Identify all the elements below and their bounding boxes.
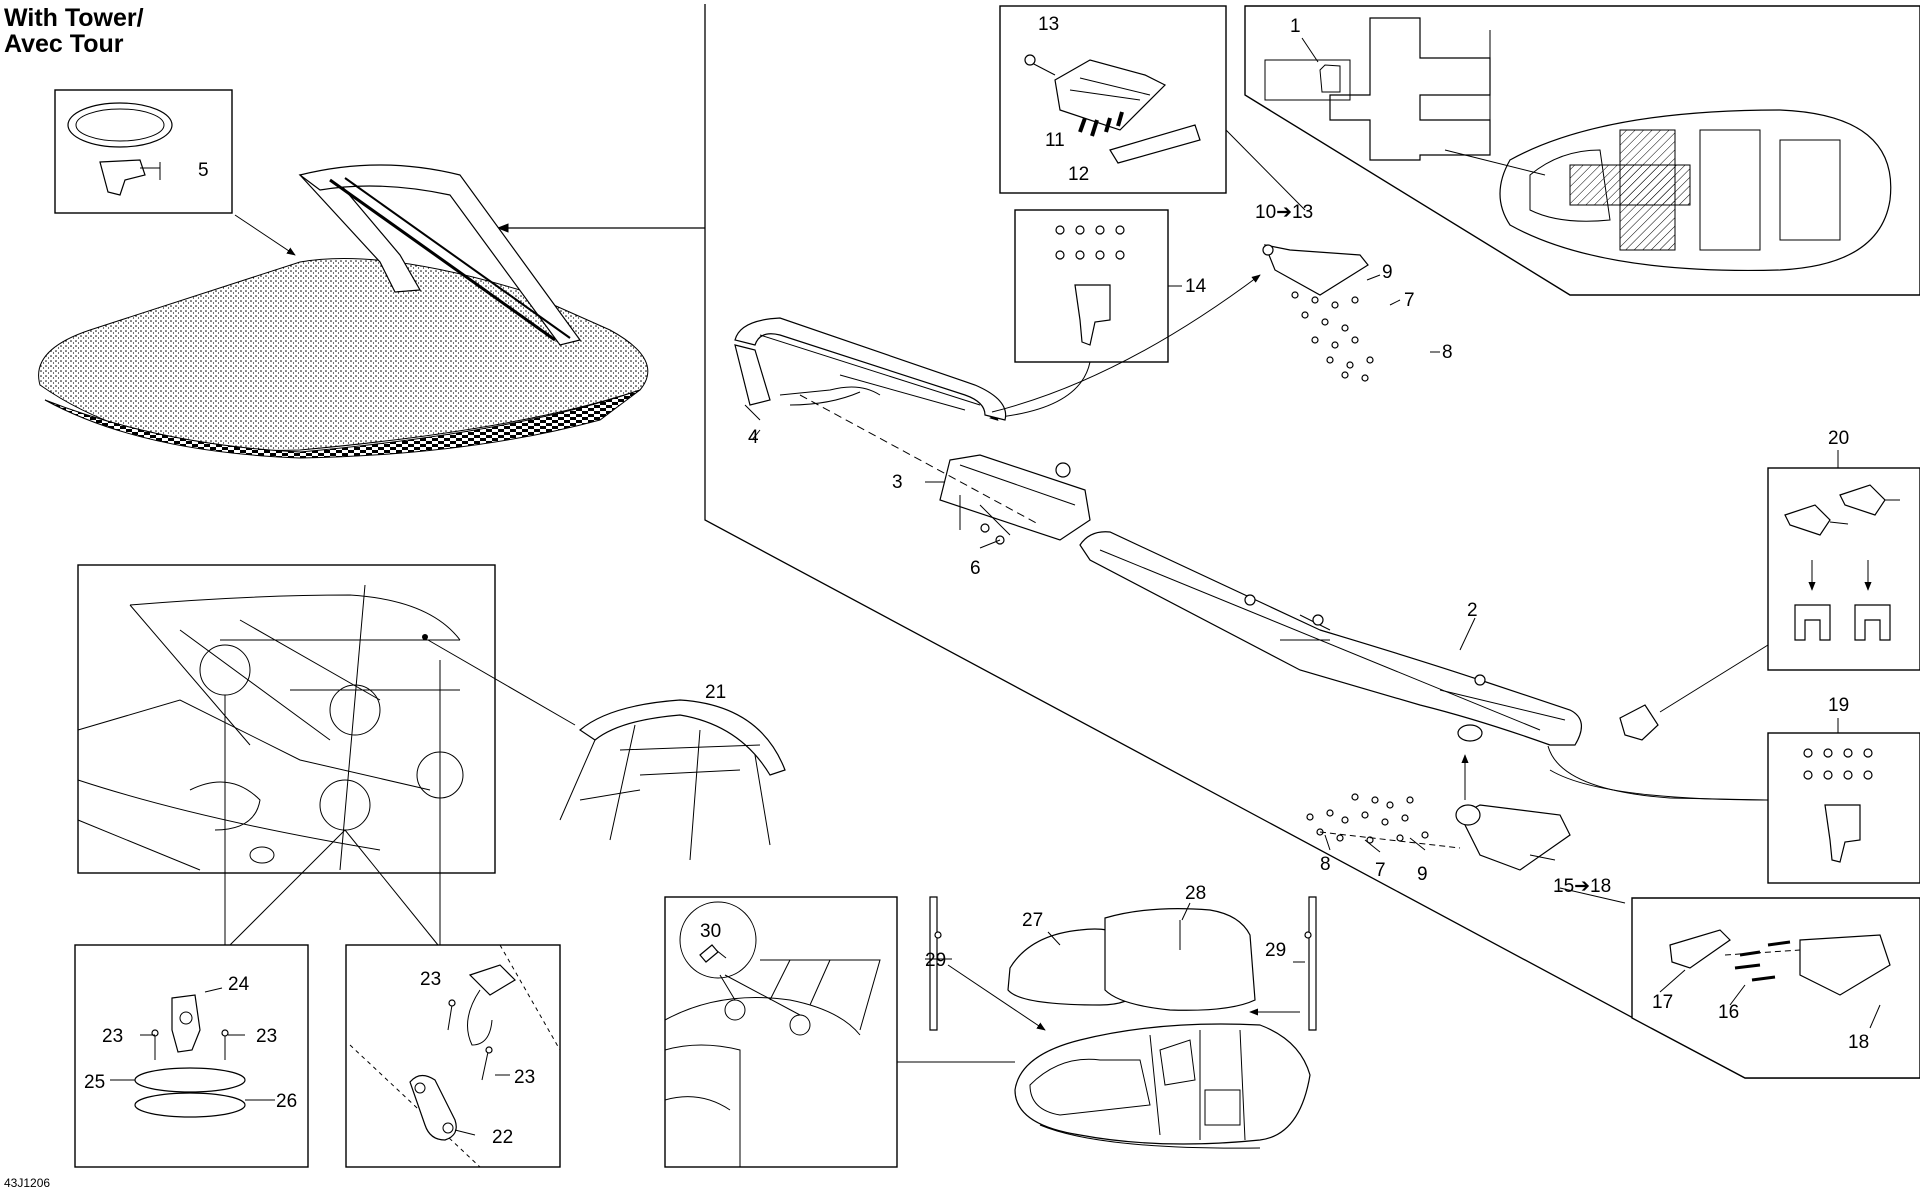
callout-14: 14 [1185, 276, 1207, 297]
bimini-installed-detail [77, 564, 576, 946]
callout-12: 12 [1068, 164, 1089, 185]
bracket-15-18-assembly [1306, 754, 1571, 871]
callout-7-top: 7 [1404, 290, 1415, 311]
callout-23-b: 23 [256, 1026, 277, 1047]
detail-box-20 [1659, 450, 1920, 713]
callout-27: 27 [1022, 910, 1043, 931]
boat-with-tower-illustration [38, 164, 649, 459]
callout-4: 4 [748, 427, 759, 448]
detail-box-19 [1549, 718, 1920, 884]
detail-box-5 [54, 89, 296, 256]
callout-11: 11 [1045, 130, 1065, 151]
callout-2: 2 [1467, 600, 1478, 621]
callout-23-d: 23 [514, 1067, 535, 1088]
callout-5: 5 [198, 160, 209, 181]
callout-8-bottom: 8 [1320, 854, 1331, 875]
title-line-2: Avec Tour [4, 30, 124, 58]
callout-26: 26 [276, 1091, 297, 1112]
callout-9-bottom: 9 [1417, 864, 1428, 885]
detail-box-1 [1244, 5, 1920, 296]
callout-22: 22 [492, 1127, 513, 1148]
callout-20: 20 [1828, 428, 1849, 449]
callout-18: 18 [1848, 1032, 1869, 1053]
callout-17: 17 [1652, 992, 1673, 1013]
callout-29-right: 29 [1265, 940, 1286, 961]
callout-30: 30 [700, 921, 721, 942]
support-poles-29 [925, 896, 1317, 1031]
tower-fastener-cap [1619, 704, 1659, 741]
callout-3: 3 [892, 472, 903, 493]
bimini-top-21 [559, 699, 786, 861]
tower-leg-2 [1079, 531, 1766, 801]
tower-base-3 [799, 394, 1091, 549]
detail-box-22-23 [345, 944, 561, 1168]
callout-19: 19 [1828, 695, 1849, 716]
callout-13: 13 [1038, 14, 1059, 35]
detail-box-30 [664, 896, 898, 1168]
tower-arch-4 [734, 274, 1261, 441]
callout-24: 24 [228, 974, 250, 995]
bracket-10-13-assembly [1262, 244, 1440, 382]
callout-9-top: 9 [1382, 262, 1393, 283]
cover-28 [1104, 908, 1256, 1011]
callout-15-18: 15➔18 [1553, 876, 1611, 897]
callout-29-left: 29 [925, 950, 946, 971]
detail-box-11-13 [999, 5, 1306, 211]
callout-16: 16 [1718, 1002, 1739, 1023]
callout-28: 28 [1185, 883, 1206, 904]
callout-10-13: 10➔13 [1255, 202, 1313, 223]
detail-box-16-18 [1559, 887, 1920, 1079]
boat-top-view [897, 1023, 1311, 1149]
reference-code: 43J1206 [4, 1176, 51, 1190]
detail-box-14 [989, 209, 1182, 421]
detail-box-23-26 [74, 944, 309, 1168]
callout-8-top: 8 [1442, 342, 1453, 363]
callout-25: 25 [84, 1072, 105, 1093]
callout-21: 21 [705, 682, 726, 703]
callout-6: 6 [970, 558, 981, 579]
title-line-1: With Tower/ [4, 4, 144, 32]
callout-23-c: 23 [420, 969, 441, 990]
callout-1: 1 [1290, 16, 1301, 37]
callout-7-bottom: 7 [1375, 860, 1386, 881]
callout-23-a: 23 [102, 1026, 123, 1047]
